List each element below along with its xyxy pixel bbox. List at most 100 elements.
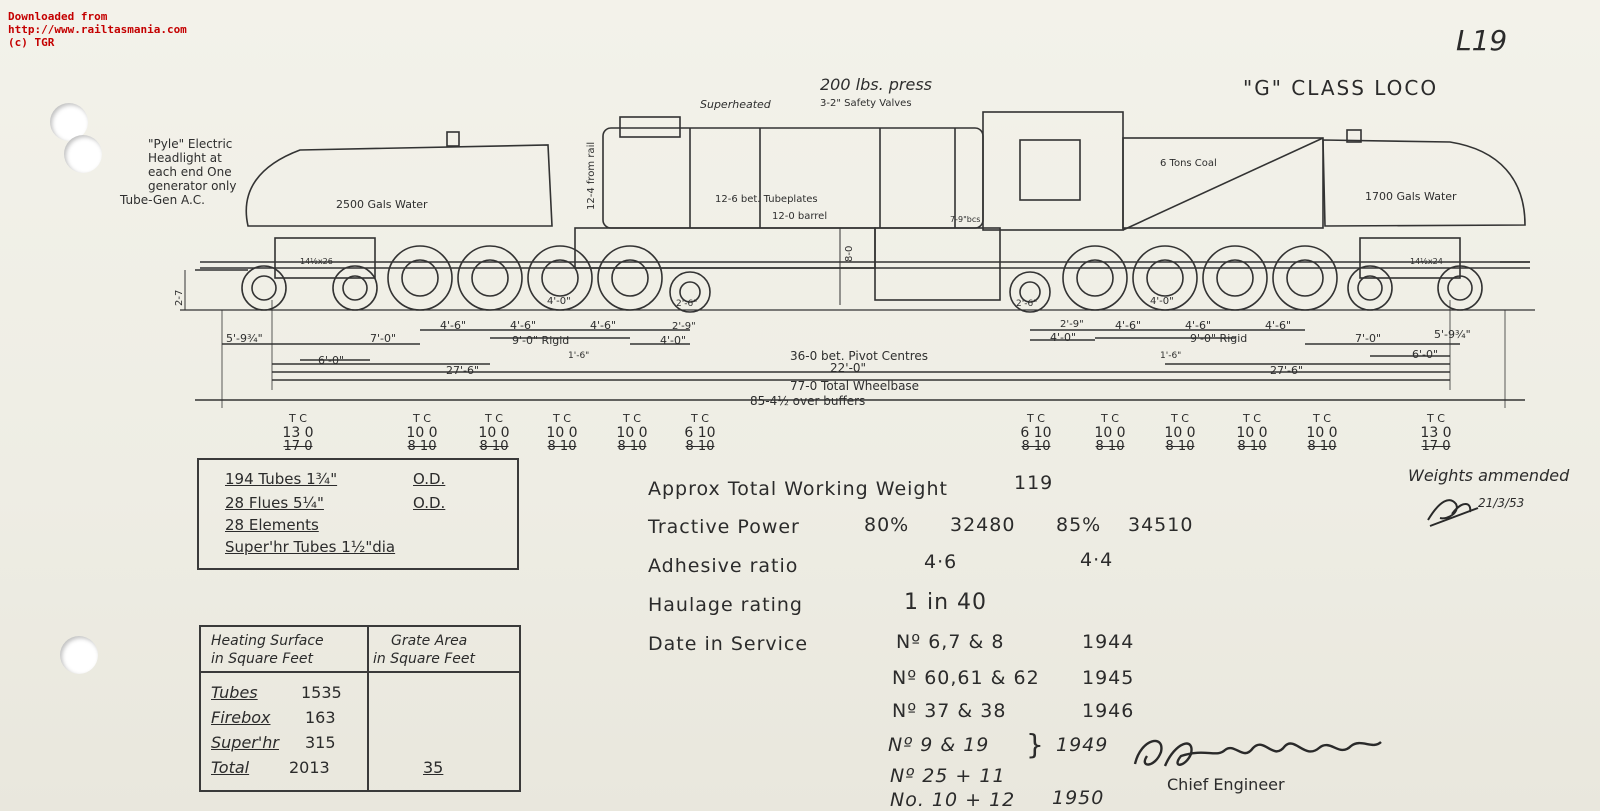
dim-front-4-0: 4'-0" — [660, 334, 686, 347]
label-headlight-4: generator only — [148, 179, 236, 193]
tractive-label: Tractive Power — [648, 516, 800, 538]
tubes-row4-label: Super'hr Tubes 1½"dia — [225, 538, 396, 556]
chief-engineer-signature — [1133, 739, 1382, 767]
label-wheel-front: 4'-0" — [547, 296, 571, 307]
coal-bunker — [1122, 137, 1324, 229]
dim-front-2-9: 2'-9" — [672, 321, 696, 332]
service-1-numbers: Nº 6,7 & 8 — [896, 631, 1005, 653]
drawing-title: "G" CLASS LOCO — [1243, 76, 1439, 100]
amendment-date: 21/3/53 — [1478, 496, 1525, 510]
axle-weight-value: 10 0 — [616, 425, 648, 441]
heating-header-1: Heating Surface — [211, 633, 324, 649]
axle-weight-unit: T C — [413, 412, 431, 425]
haulage-value: 1 in 40 — [904, 590, 988, 615]
axle-weight-old: 8 10 — [617, 439, 647, 454]
label-headlight-3: each end One — [148, 165, 232, 179]
punch-hole — [60, 636, 98, 674]
dim-pivot-centres: 36-0 bet. Pivot Centres — [790, 349, 928, 363]
axle-weight-value: 10 0 — [1236, 425, 1268, 441]
tubes-row1-value: O.D. — [413, 470, 446, 488]
watermark-line2: http://www.railtasmania.com — [8, 23, 187, 36]
initials-mark — [1427, 499, 1479, 527]
chimney — [619, 116, 681, 138]
axle-weight-value: 6 10 — [684, 425, 716, 441]
label-superheated: Superheated — [700, 98, 772, 111]
axle-weight-old: 8 10 — [407, 439, 437, 454]
axle-weight-value: 10 0 — [406, 425, 438, 441]
axle-weight-unit: T C — [485, 412, 503, 425]
axle-weight-unit: T C — [1313, 412, 1331, 425]
service-3-year: 1946 — [1082, 700, 1135, 722]
tubes-row2-label: 28 Flues 5¼" — [225, 494, 324, 512]
axle-weight-value: 6 10 — [1020, 425, 1052, 441]
label-bogie-rear: 14½x24 — [1410, 257, 1443, 266]
dim-22-0: 22'-0" — [830, 361, 866, 375]
axle-weight-value: 10 0 — [1164, 425, 1196, 441]
heating-superheater-value: 315 — [305, 733, 336, 752]
dim-rear-1-6: 1'-6" — [1160, 351, 1181, 361]
label-water-rear: 1700 Gals Water — [1365, 190, 1457, 203]
dim-total-wheelbase: 77-0 Total Wheelbase — [790, 379, 919, 393]
dim-rear-4-6b: 4'-6" — [1185, 319, 1211, 332]
dim-rear-4-0: 4'-0" — [1050, 331, 1076, 344]
adhesive-label: Adhesive ratio — [648, 555, 799, 577]
label-water-front: 2500 Gals Water — [336, 198, 428, 211]
dim-front-4-6b: 4'-6" — [510, 319, 536, 332]
dim-front-4-6a: 4'-6" — [440, 319, 466, 332]
service-6-numbers: No. 10 + 12 — [890, 789, 1016, 811]
axle-weight-old: 8 10 — [479, 439, 509, 454]
service-6-year: 1950 — [1052, 787, 1105, 809]
sheet-number: L19 — [1456, 24, 1508, 57]
tractive-85-value: 34510 — [1128, 514, 1194, 536]
axle-weight-unit: T C — [1101, 412, 1119, 425]
dim-rear-5-9: 5'-9¾" — [1434, 328, 1471, 341]
label-wheel-small-rear: 2'-6" — [1016, 299, 1037, 309]
axle-weight-unit: T C — [691, 412, 709, 425]
service-1-year: 1944 — [1082, 631, 1135, 653]
dim-rear-4-6a: 4'-6" — [1115, 319, 1141, 332]
axle-weight-old: 17 0 — [1421, 439, 1451, 454]
cab — [982, 111, 1124, 231]
heating-tubes-value: 1535 — [301, 683, 342, 702]
locomotive-drawing: "Pyle" Electric Headlight at each end On… — [119, 75, 1535, 408]
tank-filler — [1346, 129, 1362, 143]
axle-weight-value: 10 0 — [546, 425, 578, 441]
dim-front-4-6c: 4'-6" — [590, 319, 616, 332]
tank-filler — [446, 131, 460, 147]
axle-weight-old: 8 10 — [1165, 439, 1195, 454]
label-headlight-5: Tube-Gen A.C. — [119, 193, 205, 207]
brace: } — [1026, 728, 1045, 761]
axle-weight-unit: T C — [623, 412, 641, 425]
service-4-year: 1949 — [1056, 734, 1109, 756]
grate-area-value: 35 — [423, 758, 444, 777]
tubes-box: 194 Tubes 1¾" O.D. 28 Flues 5¼" O.D. 28 … — [197, 458, 519, 570]
heating-header-2: in Square Feet — [211, 651, 314, 667]
label-headlight-2: Headlight at — [148, 151, 222, 165]
service-2-numbers: Nº 60,61 & 62 — [892, 667, 1040, 689]
label-barrel: 12-0 barrel — [772, 211, 827, 222]
service-5-numbers: Nº 25 + 11 — [890, 765, 1006, 787]
axle-weight-unit: T C — [1243, 412, 1261, 425]
heating-total-label: Total — [211, 758, 250, 777]
heating-firebox-value: 163 — [305, 708, 336, 727]
dim-rear-4-6c: 4'-6" — [1265, 319, 1291, 332]
label-height-8: 8-0 — [844, 246, 855, 262]
axle-weight-unit: T C — [553, 412, 571, 425]
axle-weight-value: 13 0 — [282, 425, 314, 441]
axle-weight-unit: T C — [289, 412, 307, 425]
grate-header-1: Grate Area — [391, 633, 468, 649]
label-headlight-1: "Pyle" Electric — [148, 137, 232, 151]
adhesive-value-1: 4·6 — [924, 551, 958, 573]
grate-header-2: in Square Feet — [373, 651, 476, 667]
label-wheel-rear: 4'-0" — [1150, 296, 1174, 307]
heating-surface-box: Heating Surface in Square Feet Grate Are… — [199, 625, 521, 792]
axle-weight-unit: T C — [1427, 412, 1445, 425]
